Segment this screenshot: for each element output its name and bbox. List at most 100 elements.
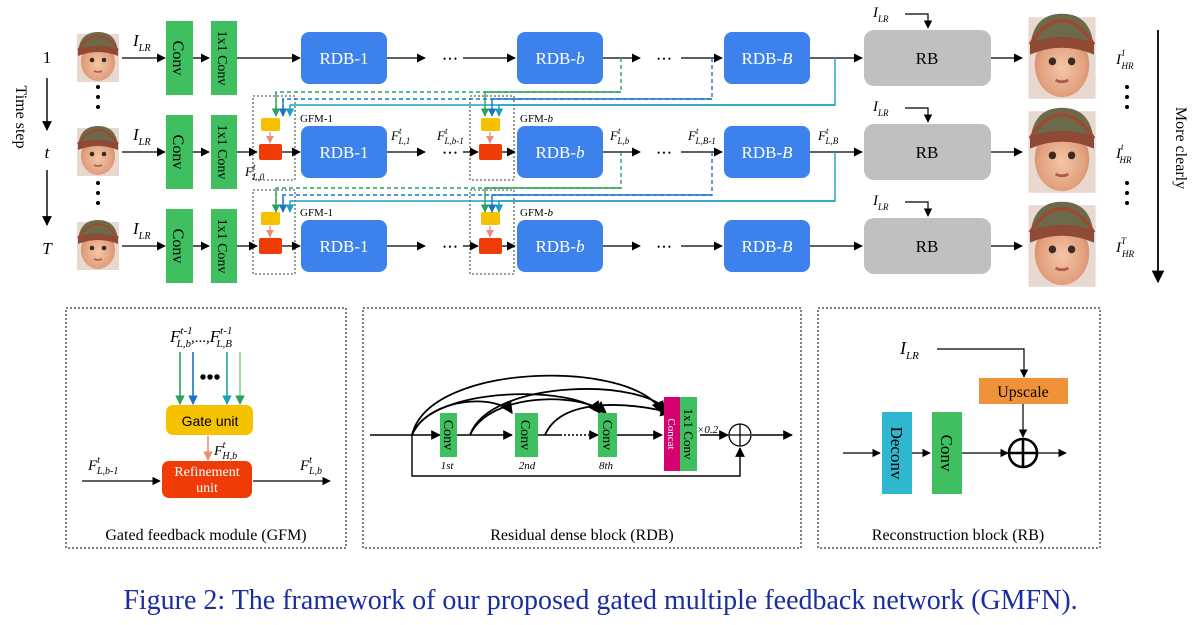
rdb-1-label: RDB-1 xyxy=(319,143,368,162)
dots-vertical xyxy=(1125,85,1129,109)
conv1x1-label: 1x1 Conv xyxy=(214,219,229,274)
gate-unit-label: Gate unit xyxy=(182,413,239,429)
rdb-panel: Conv Conv Conv 1st 2nd 8th Concat 1x1 Co… xyxy=(362,307,802,549)
rb-label: RB xyxy=(916,237,939,256)
conv-block xyxy=(166,21,193,95)
dot xyxy=(96,191,100,195)
refinement-line1: Refinement xyxy=(174,465,239,480)
rb-input-arrow xyxy=(905,201,933,217)
dots-vertical xyxy=(96,181,100,205)
input-lr-image xyxy=(76,31,120,83)
rdb-1-block xyxy=(301,32,387,84)
gfm-dots: ••• xyxy=(199,367,220,389)
dots-vertical xyxy=(96,85,100,109)
conv1x1-block xyxy=(211,21,237,95)
dot xyxy=(1125,181,1129,185)
refinement-unit-mini xyxy=(479,144,502,160)
gate-unit-box xyxy=(166,405,253,435)
refinement-unit-box xyxy=(162,461,252,498)
gfm-b-box xyxy=(469,95,515,181)
rdb-B-block xyxy=(724,220,810,272)
refinement-unit-mini xyxy=(259,144,282,160)
rdb-panel-title: Residual dense block (RDB) xyxy=(490,527,674,544)
gfm-b-box xyxy=(469,189,515,275)
rb-deconv: Deconv xyxy=(887,427,906,480)
rdb-B-label: RDB-B xyxy=(741,237,793,256)
conv1x1-block xyxy=(211,115,237,189)
rdb-conv-1: Conv xyxy=(440,420,455,450)
gate-unit-mini xyxy=(481,118,500,131)
rb-block xyxy=(864,218,991,274)
time-step-label: Time step xyxy=(12,86,29,149)
rdb-conv-label-2nd: 2nd xyxy=(519,460,536,472)
conv1x1-label: 1x1 Conv xyxy=(214,125,229,180)
output-hr-image xyxy=(1026,200,1098,289)
dots-horizontal: • • • xyxy=(443,148,457,158)
conv1x1-label: 1x1 Conv xyxy=(214,31,229,86)
rdb-1x1-conv: 1x1 Conv xyxy=(681,409,696,460)
rdb-b-block xyxy=(517,126,603,178)
gate-unit-mini xyxy=(261,118,280,131)
rb-input-label: ILR xyxy=(872,193,889,212)
conv-label: Conv xyxy=(169,41,186,76)
dot xyxy=(96,85,100,89)
rb-label: RB xyxy=(916,49,939,68)
rdb-1-block xyxy=(301,220,387,272)
gfm-1-label: GFM-1 xyxy=(300,207,333,219)
gate-unit-mini xyxy=(261,212,280,225)
rb-conv: Conv xyxy=(937,435,956,472)
rdb-b-label: RDB-b xyxy=(535,237,584,256)
conv-block xyxy=(166,115,193,189)
dots-horizontal: • • • xyxy=(443,54,457,64)
dots-horizontal: • • • xyxy=(443,242,457,252)
conv1x1-block xyxy=(211,209,237,283)
figure-caption: Figure 2: The framework of our proposed … xyxy=(123,585,1078,616)
conv-label: Conv xyxy=(169,229,186,264)
dots-horizontal: • • • xyxy=(657,242,671,252)
gfm-b-label: GFM-b xyxy=(520,207,554,219)
input-lr-image xyxy=(76,125,120,177)
conv-label: Conv xyxy=(169,135,186,170)
dots-horizontal: • • • xyxy=(657,148,671,158)
refinement-line2: unit xyxy=(196,481,218,496)
rdb-b-label: RDB-b xyxy=(535,49,584,68)
feedback-wires xyxy=(271,58,836,213)
rdb-B-label: RDB-B xyxy=(741,143,793,162)
row-label-1: 1 xyxy=(43,48,52,67)
dot xyxy=(1125,105,1129,109)
dot xyxy=(96,105,100,109)
rdb-1-label: RDB-1 xyxy=(319,49,368,68)
row-label-t: t xyxy=(45,143,51,162)
dot xyxy=(1125,85,1129,89)
rdb-b-block xyxy=(517,220,603,272)
rdb-b-block xyxy=(517,32,603,84)
rb-panel-title: Reconstruction block (RB) xyxy=(872,527,1044,544)
rb-input-label: ILR xyxy=(872,99,889,118)
refinement-unit-mini xyxy=(479,238,502,254)
output-hr-image xyxy=(1026,106,1098,195)
rdb-B-block xyxy=(724,32,810,84)
dot xyxy=(96,201,100,205)
rdb-conv-8: Conv xyxy=(599,420,614,450)
rb-input-arrow xyxy=(905,107,933,123)
dot xyxy=(1125,95,1129,99)
input-lr-label: ILR xyxy=(132,31,151,54)
input-lr-image xyxy=(76,219,120,271)
rdb-1-block xyxy=(301,126,387,178)
more-clearly-label: More clearly xyxy=(1172,107,1189,189)
rb-block xyxy=(864,124,991,180)
rdb-1-label: RDB-1 xyxy=(319,237,368,256)
dot xyxy=(1125,201,1129,205)
